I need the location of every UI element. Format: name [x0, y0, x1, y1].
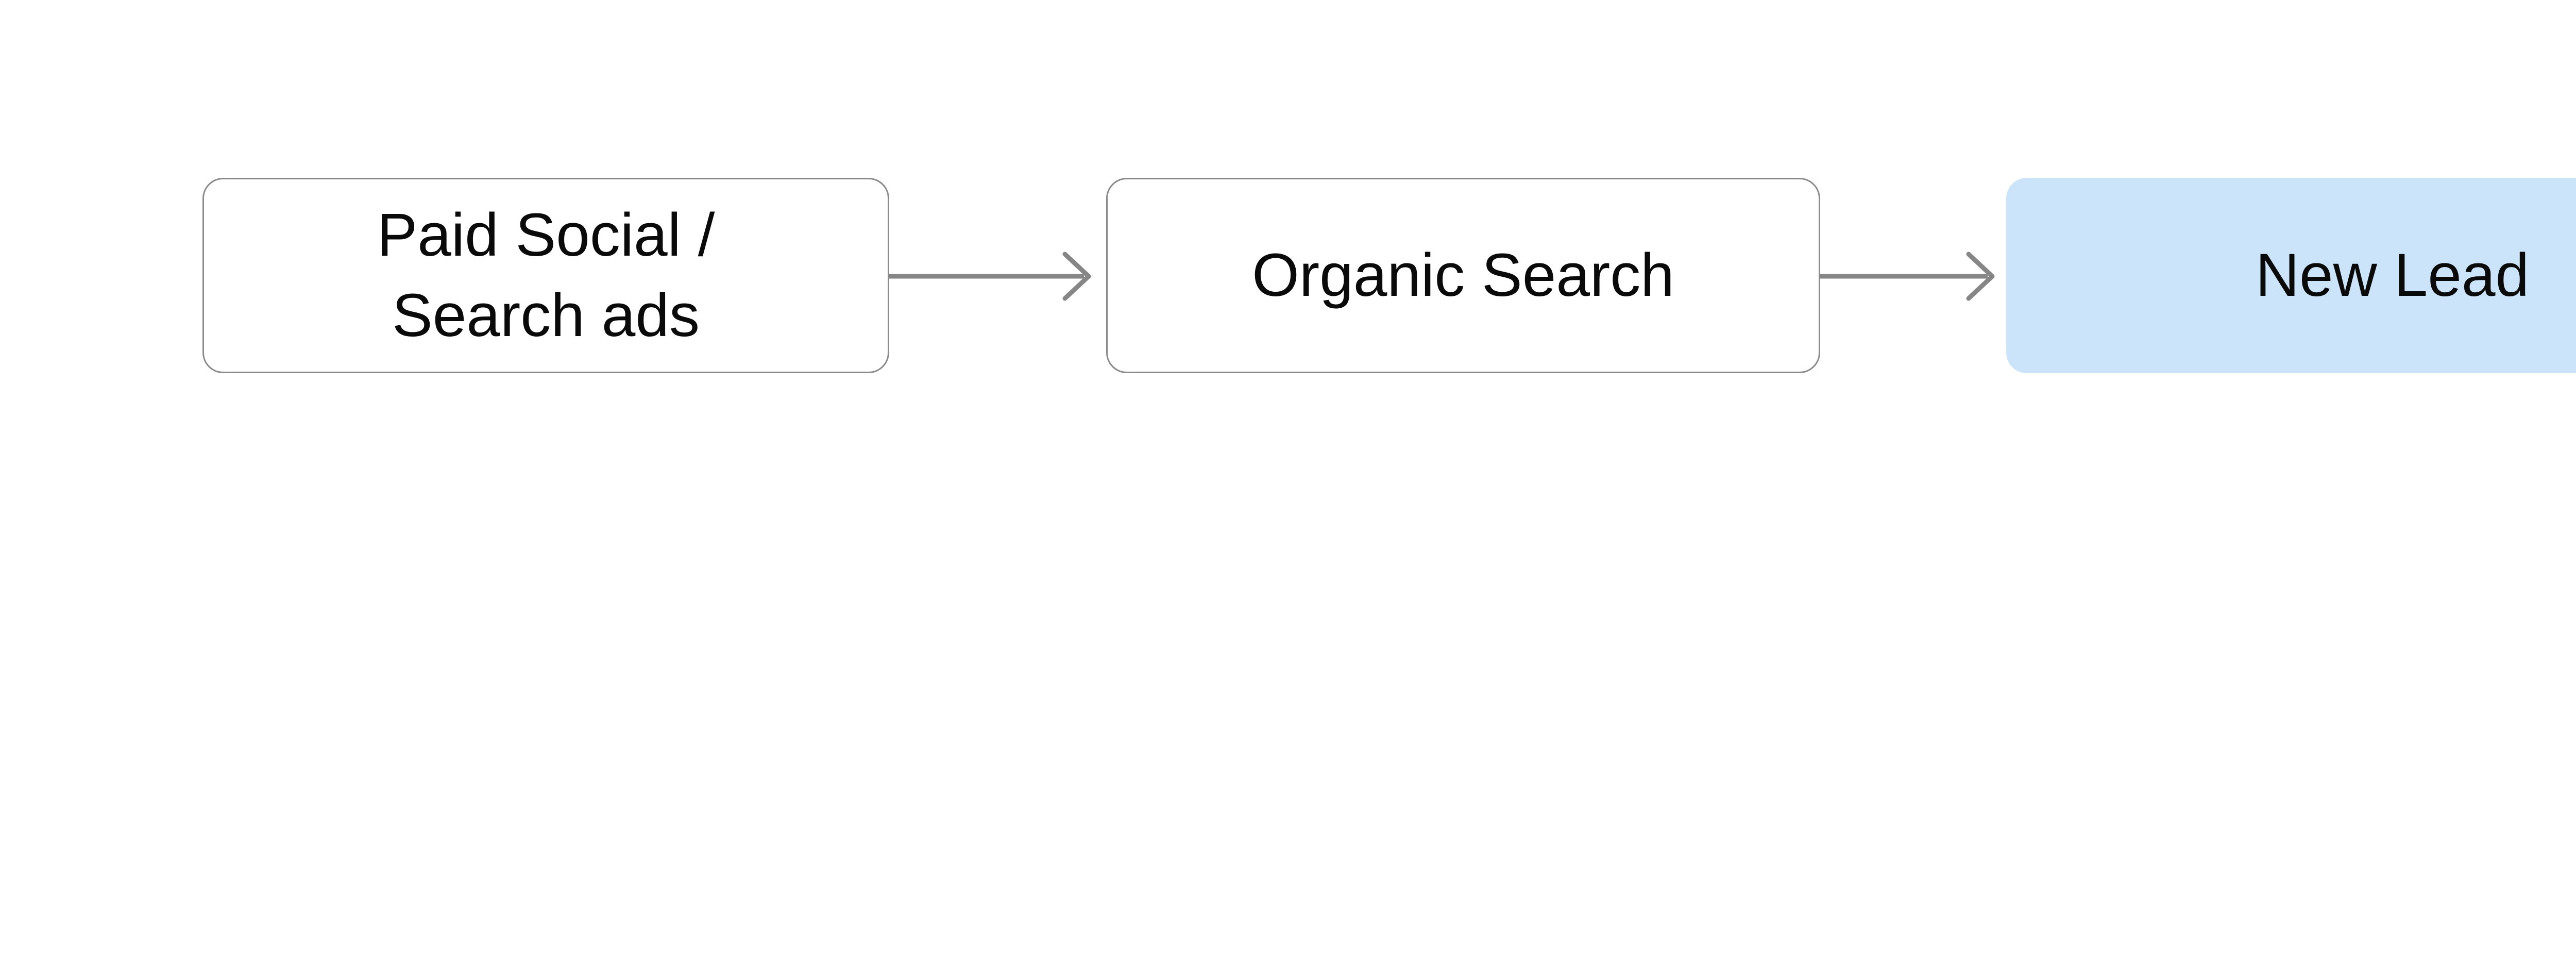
arrow-right-icon [889, 252, 1091, 301]
connector-arrow-2[interactable] [1820, 251, 1998, 302]
node-paid-social-search-ads[interactable]: Paid Social / Search ads [202, 178, 889, 373]
node-organic-search[interactable]: Organic Search [1106, 178, 1820, 373]
node-new-lead[interactable]: New Lead [2006, 178, 2576, 373]
node-paid-social-search-ads-label: Paid Social / Search ads [377, 201, 715, 349]
node-new-lead-label: New Lead [2255, 241, 2530, 309]
node-organic-search-label: Organic Search [1252, 241, 1674, 309]
connector-arrow-1[interactable] [889, 251, 1095, 302]
arrow-right-icon [1820, 252, 1995, 301]
